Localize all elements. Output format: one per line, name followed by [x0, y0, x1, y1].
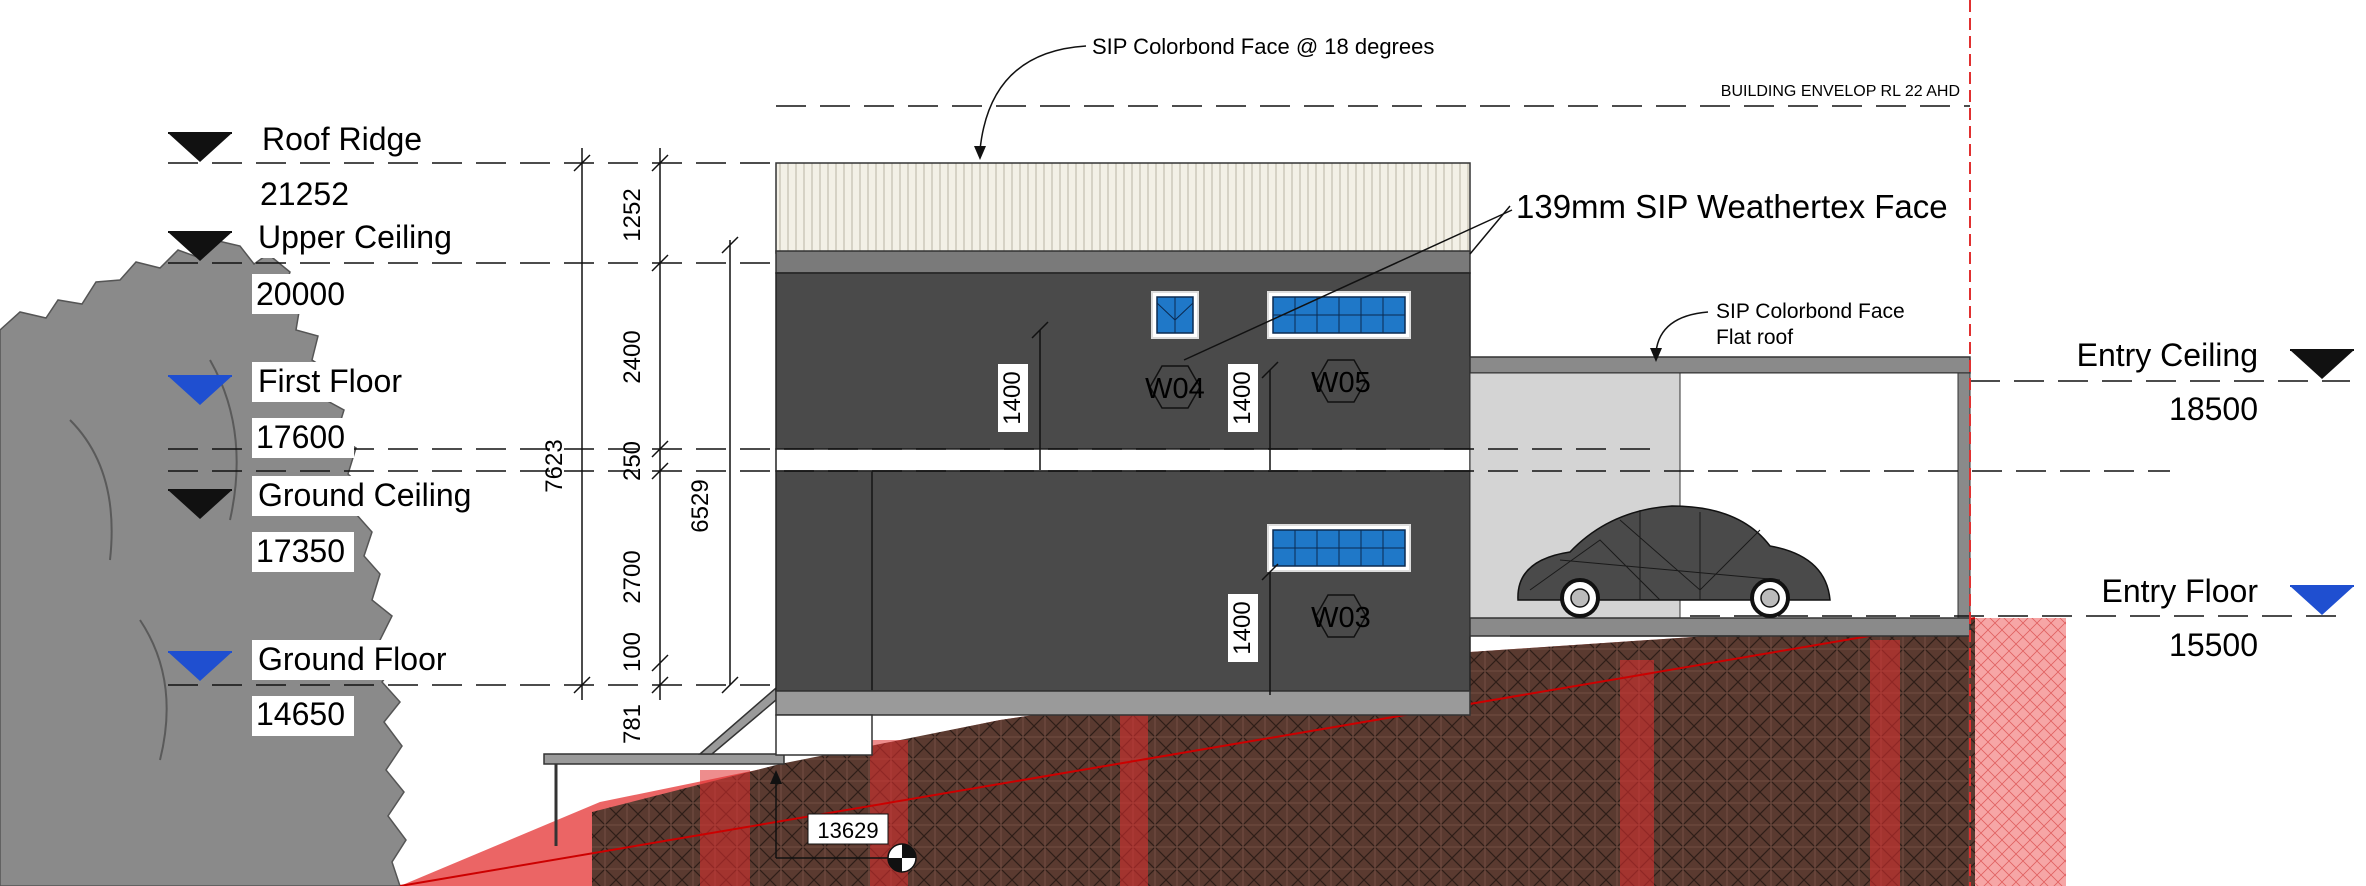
level-entry-floor-value: 15500 — [2169, 627, 2258, 663]
lower-wall — [775, 470, 1471, 692]
level-roof-ridge-name: Roof Ridge — [262, 121, 422, 157]
entry-slab — [1469, 617, 1971, 637]
level-upper-ceiling-name: Upper Ceiling — [258, 219, 452, 255]
spot-level-value: 13629 — [817, 818, 878, 843]
level-marker-icon — [168, 652, 232, 681]
stair — [697, 686, 777, 755]
floor-band — [775, 448, 1471, 472]
dim-w05-height: 1400 — [1229, 371, 1256, 424]
site-boundary-hatch — [1975, 618, 2066, 886]
window-w03 — [1267, 524, 1411, 572]
level-marker-icon — [2290, 586, 2354, 615]
left-deck — [543, 753, 785, 765]
dim-100: 100 — [619, 632, 646, 672]
w05-tag: W05 — [1311, 367, 1371, 399]
car-icon — [1517, 505, 1831, 618]
w04-tag-hex — [1149, 365, 1201, 409]
level-first-floor-value: 17600 — [256, 419, 345, 455]
level-marker-icon — [2290, 350, 2354, 379]
dim-w04-height: 1400 — [999, 371, 1026, 424]
roof-trim — [775, 250, 1471, 274]
level-entry-ceiling-name: Entry Ceiling — [2077, 337, 2258, 373]
dim-250: 250 — [619, 441, 646, 481]
dim-1252: 1252 — [619, 188, 646, 241]
annotation-envelope: BUILDING ENVELOP RL 22 AHD — [1721, 83, 1960, 100]
w03-tag-hex — [1315, 594, 1367, 638]
annotation-wall-face: 139mm SIP Weathertex Face — [1516, 188, 1948, 225]
level-ground-ceiling-value: 17350 — [256, 533, 345, 569]
level-marker-icon — [168, 376, 232, 405]
window-w04 — [1151, 291, 1199, 339]
w04-tag: W04 — [1145, 373, 1205, 405]
level-upper-ceiling-value: 20000 — [256, 276, 345, 312]
dim-2700: 2700 — [619, 550, 646, 603]
level-ground-ceiling-name: Ground Ceiling — [258, 477, 471, 513]
level-marker-icon — [168, 490, 232, 519]
level-entry-floor-name: Entry Floor — [2102, 573, 2259, 609]
level-marker-icon — [168, 133, 232, 162]
base-slab — [775, 690, 1471, 716]
level-marker-icon — [168, 232, 232, 261]
w05-tag-hex — [1315, 359, 1367, 403]
dim-w03-height: 1400 — [1229, 601, 1256, 654]
entry-post — [1957, 372, 1971, 619]
entry-roof — [1469, 356, 1971, 374]
annotation-entry-roof-line1: SIP Colorbond Face — [1716, 300, 1905, 323]
w03-tag: W03 — [1311, 602, 1371, 634]
dim-7623: 7623 — [541, 439, 568, 492]
level-roof-ridge-value: 21252 — [260, 176, 349, 212]
level-first-floor-name: First Floor — [258, 363, 402, 399]
spot-level-icon — [887, 843, 917, 873]
level-ground-floor-name: Ground Floor — [258, 641, 447, 677]
level-lines — [168, 105, 2350, 686]
dim-2400: 2400 — [619, 330, 646, 383]
level-ground-floor-value: 14650 — [256, 696, 345, 732]
annotation-entry-roof-line2: Flat roof — [1716, 326, 1793, 349]
roof — [775, 162, 1471, 254]
annotation-roof-face: SIP Colorbond Face @ 18 degrees — [1092, 34, 1434, 59]
dim-781: 781 — [619, 704, 646, 744]
level-entry-ceiling-value: 18500 — [2169, 391, 2258, 427]
dim-6529: 6529 — [687, 479, 714, 532]
window-w05 — [1267, 291, 1411, 339]
